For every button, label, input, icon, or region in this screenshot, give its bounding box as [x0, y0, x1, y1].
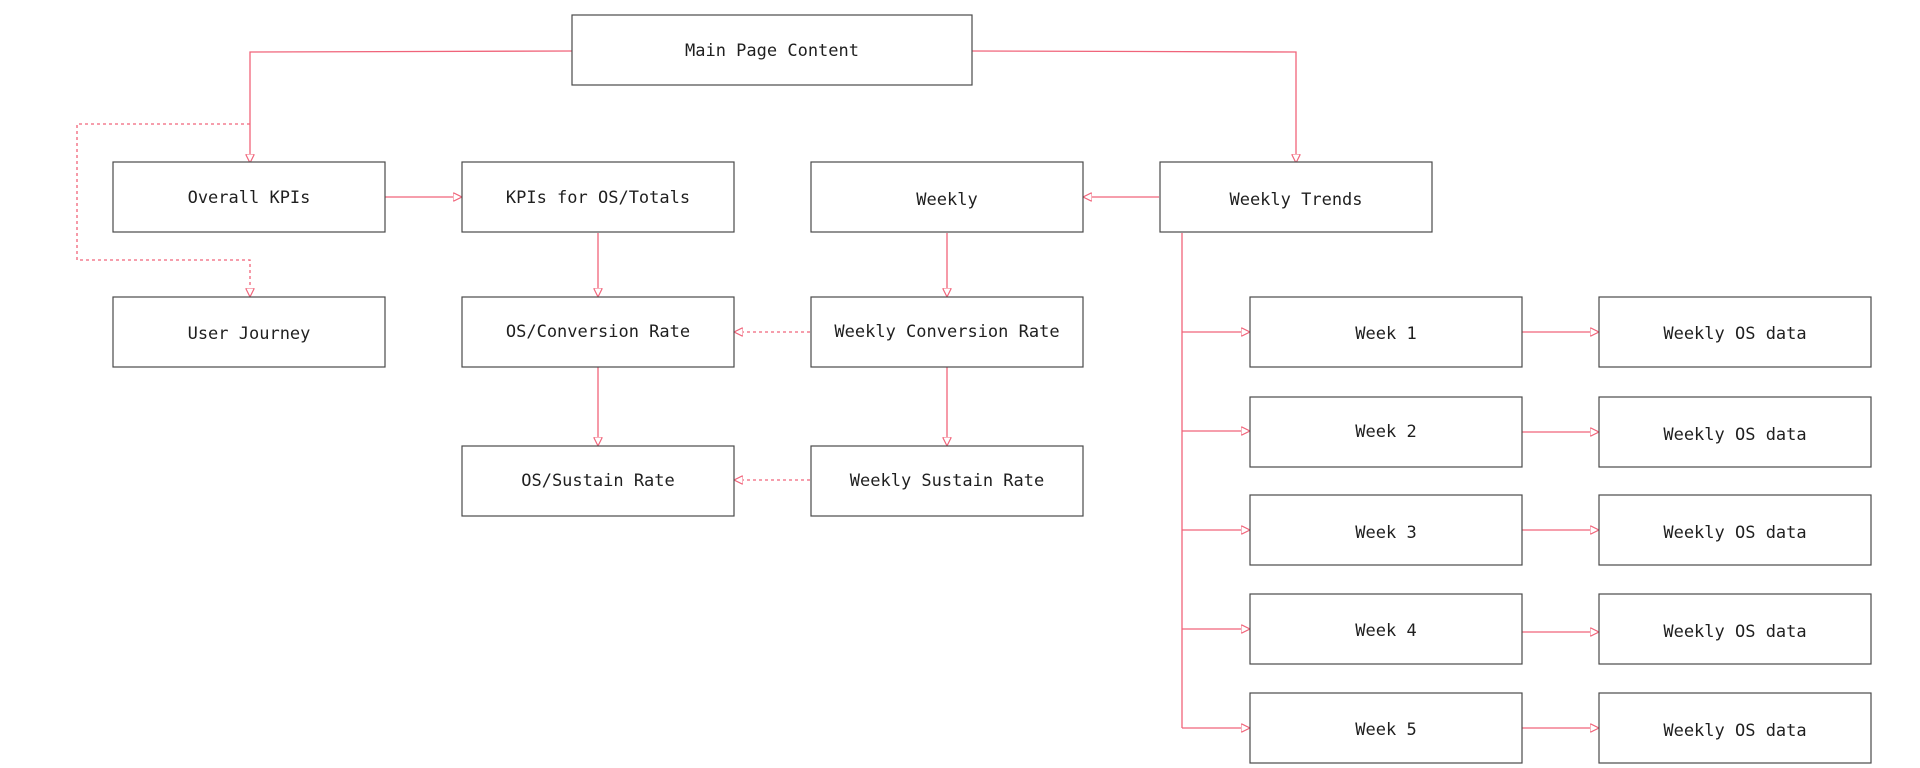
node-main-page-content[interactable]: Main Page Content [571, 14, 973, 86]
node-label: Week 1 [1355, 324, 1416, 344]
node-label: Weekly OS data [1663, 523, 1806, 543]
node-label: OS/Sustain Rate [521, 471, 675, 491]
node-label: Week 4 [1355, 621, 1416, 641]
node-label: KPIs for OS/Totals [506, 188, 690, 208]
node-kpis-for-os-totals[interactable]: KPIs for OS/Totals [461, 161, 735, 233]
node-week-3[interactable]: Week 3 [1249, 494, 1523, 566]
node-label: Weekly OS data [1663, 425, 1806, 445]
node-os-conversion-rate[interactable]: OS/Conversion Rate [461, 296, 735, 368]
node-label: Weekly Sustain Rate [850, 471, 1044, 491]
node-label: Week 5 [1355, 720, 1416, 740]
node-label: Week 2 [1355, 422, 1416, 442]
node-weekly[interactable]: Weekly [810, 161, 1084, 233]
node-label: OS/Conversion Rate [506, 322, 690, 342]
node-label: User Journey [188, 324, 311, 344]
node-label: Weekly OS data [1663, 622, 1806, 642]
edge-overall-kpis-to-user-journey [76, 123, 250, 296]
node-label: Weekly [916, 190, 977, 210]
node-overall-kpis[interactable]: Overall KPIs [112, 161, 386, 233]
node-week-4[interactable]: Week 4 [1249, 593, 1523, 665]
edge-main-to-overall-kpis [250, 50, 573, 162]
node-label: Weekly OS data [1663, 721, 1806, 741]
node-week-5-os-data[interactable]: Weekly OS data [1598, 692, 1872, 764]
node-week-2[interactable]: Week 2 [1249, 396, 1523, 468]
node-week-2-os-data[interactable]: Weekly OS data [1598, 396, 1872, 468]
node-label: Weekly OS data [1663, 324, 1806, 344]
nodes: Main Page Content Overall KPIs KPIs for … [112, 14, 1872, 764]
node-label: Main Page Content [685, 41, 859, 61]
node-label: Weekly Trends [1229, 190, 1362, 210]
node-weekly-trends[interactable]: Weekly Trends [1159, 161, 1433, 233]
node-weekly-sustain-rate[interactable]: Weekly Sustain Rate [810, 445, 1084, 517]
node-week-1-os-data[interactable]: Weekly OS data [1598, 296, 1872, 368]
node-label: Weekly Conversion Rate [834, 322, 1059, 342]
node-week-1[interactable]: Week 1 [1249, 296, 1523, 368]
edge-main-to-weekly-trends [971, 50, 1296, 162]
node-weekly-conversion-rate[interactable]: Weekly Conversion Rate [810, 296, 1084, 368]
node-user-journey[interactable]: User Journey [112, 296, 386, 368]
node-os-sustain-rate[interactable]: OS/Sustain Rate [461, 445, 735, 517]
node-week-5[interactable]: Week 5 [1249, 692, 1523, 764]
edges [76, 50, 1598, 728]
node-label: Week 3 [1355, 523, 1416, 543]
node-label: Overall KPIs [188, 188, 311, 208]
node-week-4-os-data[interactable]: Weekly OS data [1598, 593, 1872, 665]
node-week-3-os-data[interactable]: Weekly OS data [1598, 494, 1872, 566]
